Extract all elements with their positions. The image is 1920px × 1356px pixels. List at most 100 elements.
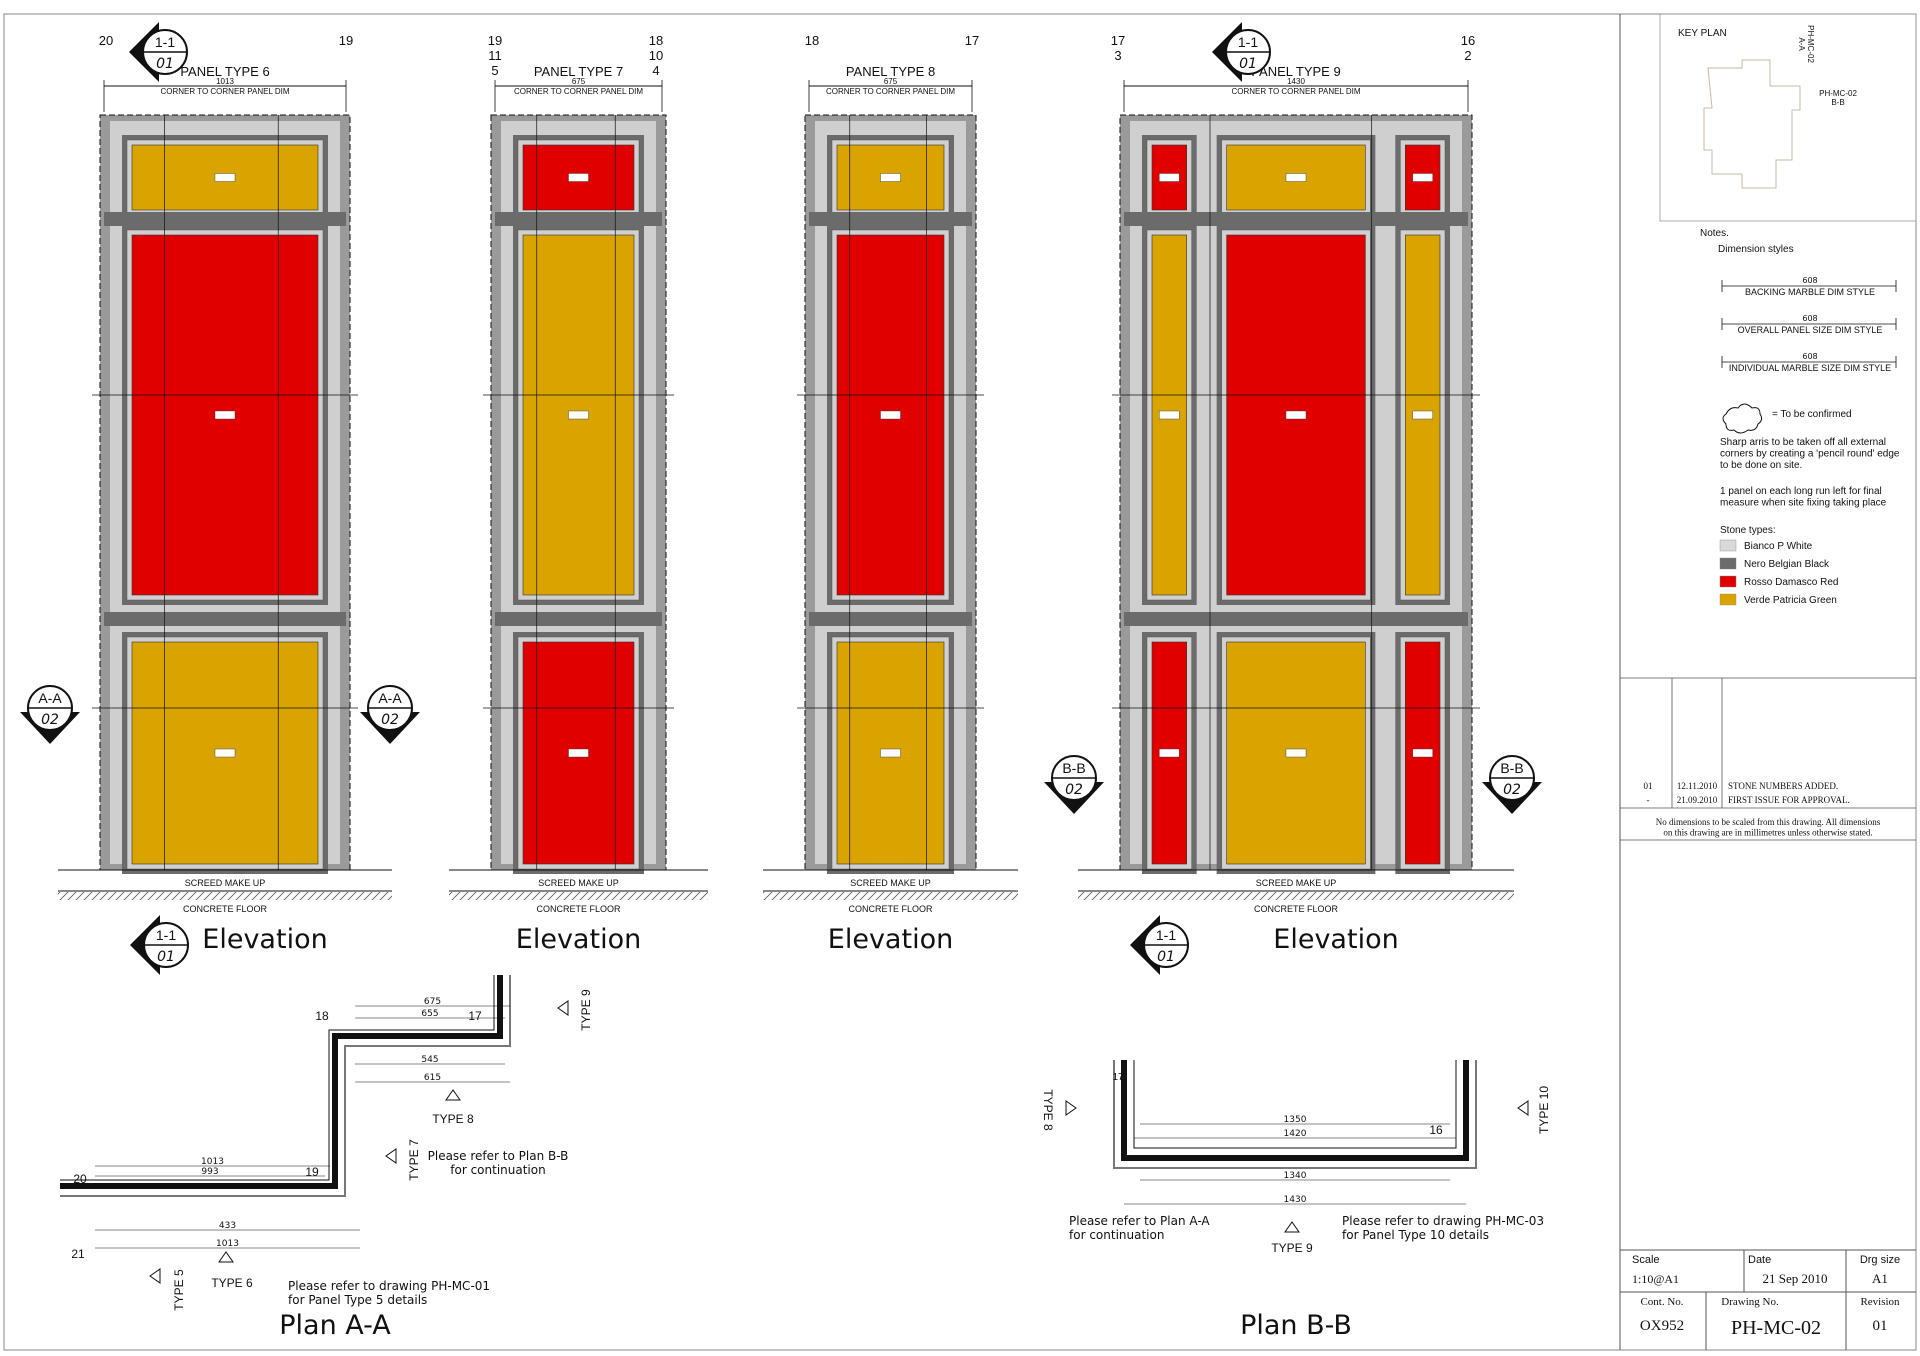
plan-bb-dim-value: 1350: [1284, 1115, 1307, 1125]
concrete-hatch: [449, 892, 708, 900]
plan-aa-dim-value-line: 675: [424, 997, 441, 1007]
plan-bb-note-continuation-line: for continuation: [1069, 1228, 1164, 1242]
key-plan-label-bb-line: B-B: [1831, 98, 1844, 107]
marker-top-label: 1-1: [1238, 34, 1258, 50]
dim-style-value: 608: [1802, 314, 1817, 323]
elevation-marker-top: 1-101: [129, 22, 188, 82]
dim-style-value-line: 608: [1802, 314, 1817, 323]
marble-panel-stone-tag: [214, 748, 236, 758]
plan-aa-type-9: TYPE 9: [579, 989, 593, 1031]
grid-label-left-line: 17: [1111, 33, 1125, 48]
plan-aa-dim-value: 1013: [216, 1239, 239, 1249]
key-plan-title: KEY PLAN: [1678, 28, 1727, 39]
contract-value: OX952: [1640, 1318, 1684, 1334]
plan-aa-type-arrow: [445, 1089, 461, 1101]
plan-bb-wall: [1121, 1060, 1469, 1161]
stone-name: Nero Belgian Black: [1744, 559, 1830, 570]
overall-dim-value: 675: [884, 77, 898, 86]
plan-bb-title: Plan B-B: [1240, 1310, 1352, 1341]
plan-aa-wall: [60, 975, 503, 1189]
plan-bb-dim-value-line: 1350: [1284, 1115, 1307, 1125]
plan-aa-grid-20-line: 20: [73, 1172, 87, 1186]
dim-style-value: 608: [1802, 352, 1817, 361]
concrete-hatch: [763, 892, 1018, 900]
plan-aa-note-continuation-line: Please refer to Plan B-B: [428, 1149, 569, 1163]
plan-bb-type-arrow: [1284, 1221, 1300, 1233]
plan-aa-dim-value: 433: [219, 1221, 236, 1231]
drawing-no-value-line: PH-MC-02: [1731, 1317, 1821, 1339]
overall-dim-value: 675: [572, 77, 586, 86]
scale-disclaimer: No dimensions to be scaled from this dra…: [1656, 817, 1881, 837]
plan-bb-type-9-line: TYPE 9: [1271, 1241, 1313, 1255]
dim-style-value-line: 608: [1802, 276, 1817, 285]
notes-heading: Notes.: [1700, 228, 1729, 239]
concrete-label: CONCRETE FLOOR: [183, 904, 268, 914]
plan-aa-grid-17: 17: [468, 1009, 482, 1023]
key-plan-box: [1659, 13, 1917, 222]
grid-label-left-line: 20: [99, 33, 113, 48]
plan-aa-grid-21: 21: [71, 1247, 85, 1261]
marker-bottom-label: 01: [1157, 949, 1175, 965]
plan-aa-title-line: Plan A-A: [279, 1310, 391, 1341]
dim-styles-heading-line: Dimension styles: [1718, 244, 1794, 255]
grid-label-right-line: 2: [1464, 48, 1471, 63]
dim-style-label-line: BACKING MARBLE DIM STYLE: [1745, 287, 1875, 297]
drg-size-label-line: Drg size: [1860, 1254, 1900, 1266]
marker-top-label: A-A: [38, 690, 62, 706]
plan-aa-dim-value: 993: [201, 1167, 218, 1177]
plan-aa-type-7: TYPE 7: [407, 1139, 421, 1181]
revision-number: -: [1647, 795, 1650, 805]
overall-dim-value-line: 675: [572, 77, 586, 86]
stone-name-line: Verde Patricia Green: [1744, 595, 1837, 606]
overall-dim-label: CORNER TO CORNER PANEL DIM: [1231, 87, 1360, 96]
dim-style-value: 608: [1802, 276, 1817, 285]
drawing-no-label: Drawing No.: [1721, 1296, 1779, 1308]
revision-date: 12.11.2010: [1677, 781, 1718, 791]
marble-panel-stone-tag: [880, 748, 901, 758]
stone-name-line: Bianco P White: [1744, 541, 1813, 552]
plan-aa-type-9-line: TYPE 9: [579, 989, 593, 1031]
plan-bb-grid-16-line: 16: [1429, 1123, 1443, 1137]
overall-dim-label: CORNER TO CORNER PANEL DIM: [514, 87, 643, 96]
elevation-marker-bottom: 1-101: [1130, 915, 1189, 975]
revision-number: 01: [1644, 781, 1653, 791]
stone-swatch: [1719, 557, 1737, 570]
plan-aa-type-5-line: TYPE 5: [172, 1269, 186, 1311]
plan-bb-grid-17-line: 17: [1112, 1072, 1124, 1083]
plan-aa-type-arrow: [385, 1148, 397, 1164]
plan-aa-dim-value-line: 615: [424, 1073, 441, 1083]
grid-label-left: 18: [805, 33, 819, 48]
marble-panel-stone-tag: [1159, 173, 1180, 182]
note-sharp-arris-line: Sharp arris to be taken off all external: [1720, 437, 1886, 448]
date-value-line: 21 Sep 2010: [1763, 1271, 1828, 1286]
dim-style-label: INDIVIDUAL MARBLE SIZE DIM STYLE: [1729, 363, 1891, 373]
plan-aa-dim-value-line: 1013: [201, 1157, 224, 1167]
marker-top-label: 1-1: [1156, 927, 1176, 943]
plan-aa-grid-19: 19: [305, 1165, 319, 1179]
stone-types-heading-line: Stone types:: [1720, 525, 1776, 536]
marble-panel-stone-tag: [1285, 748, 1307, 758]
section-marker-bb-right: B-B02: [1482, 755, 1542, 814]
screed-label-line: SCREED MAKE UP: [850, 878, 931, 888]
plan-bb-dim-value: 1430: [1284, 1195, 1307, 1205]
joint-band: [495, 612, 662, 626]
note-sharp-arris: Sharp arris to be taken off all external…: [1720, 437, 1900, 471]
overall-dim-label: CORNER TO CORNER PANEL DIM: [826, 87, 955, 96]
key-plan-title-line: KEY PLAN: [1678, 28, 1727, 39]
revision-value: 01: [1873, 1318, 1888, 1334]
revision-date: 21.09.2010: [1677, 795, 1718, 805]
date-value: 21 Sep 2010: [1763, 1271, 1828, 1286]
cloud-icon: [1722, 403, 1763, 434]
elevation-view-label: Elevation: [1273, 924, 1398, 955]
grid-label-left-line: 3: [1114, 48, 1121, 63]
grid-label-right-line: 16: [1461, 33, 1475, 48]
key-plan-label-bb-line: PH-MC-02: [1819, 89, 1857, 98]
marker-top-label: A-A: [378, 690, 402, 706]
key-plan-outline: [1703, 59, 1801, 189]
screed-label: SCREED MAKE UP: [850, 878, 931, 888]
screed-label-line: SCREED MAKE UP: [185, 878, 266, 888]
note-sharp-arris-line: to be done on site.: [1720, 460, 1802, 471]
